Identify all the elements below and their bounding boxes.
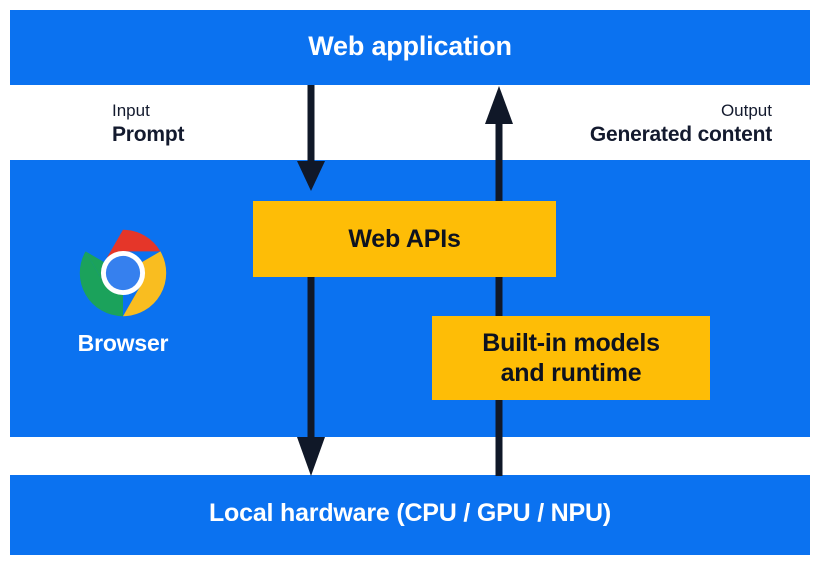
annotation-input-value: Prompt [112, 122, 185, 146]
box-web-apis-label: Web APIs [348, 224, 461, 253]
chrome-logo-icon [79, 229, 167, 317]
arrow-down-icon-prompt-lower [294, 277, 328, 476]
arrow-down-icon-prompt-upper [294, 85, 328, 191]
band-local-hardware: Local hardware (CPU / GPU / NPU) [10, 475, 810, 555]
annotation-output-value: Generated content [589, 122, 772, 146]
annotation-input: Input Prompt [112, 100, 185, 149]
box-builtin-models-label: Built-in models and runtime [482, 329, 660, 387]
box-builtin-models: Built-in models and runtime [432, 316, 710, 400]
band-local-hardware-label: Local hardware (CPU / GPU / NPU) [208, 499, 611, 527]
box-web-apis: Web APIs [253, 201, 556, 277]
annotation-output: Output Generated content [590, 100, 772, 149]
browser-group: Browser [43, 228, 203, 357]
band-web-application-label: Web application [308, 31, 512, 61]
arrow-up-icon-generated [482, 86, 516, 476]
band-web-application: Web application [10, 10, 810, 85]
band-browser-label: Browser [77, 330, 169, 356]
annotation-output-kicker: Output [720, 101, 772, 120]
annotation-input-kicker: Input [112, 101, 150, 120]
